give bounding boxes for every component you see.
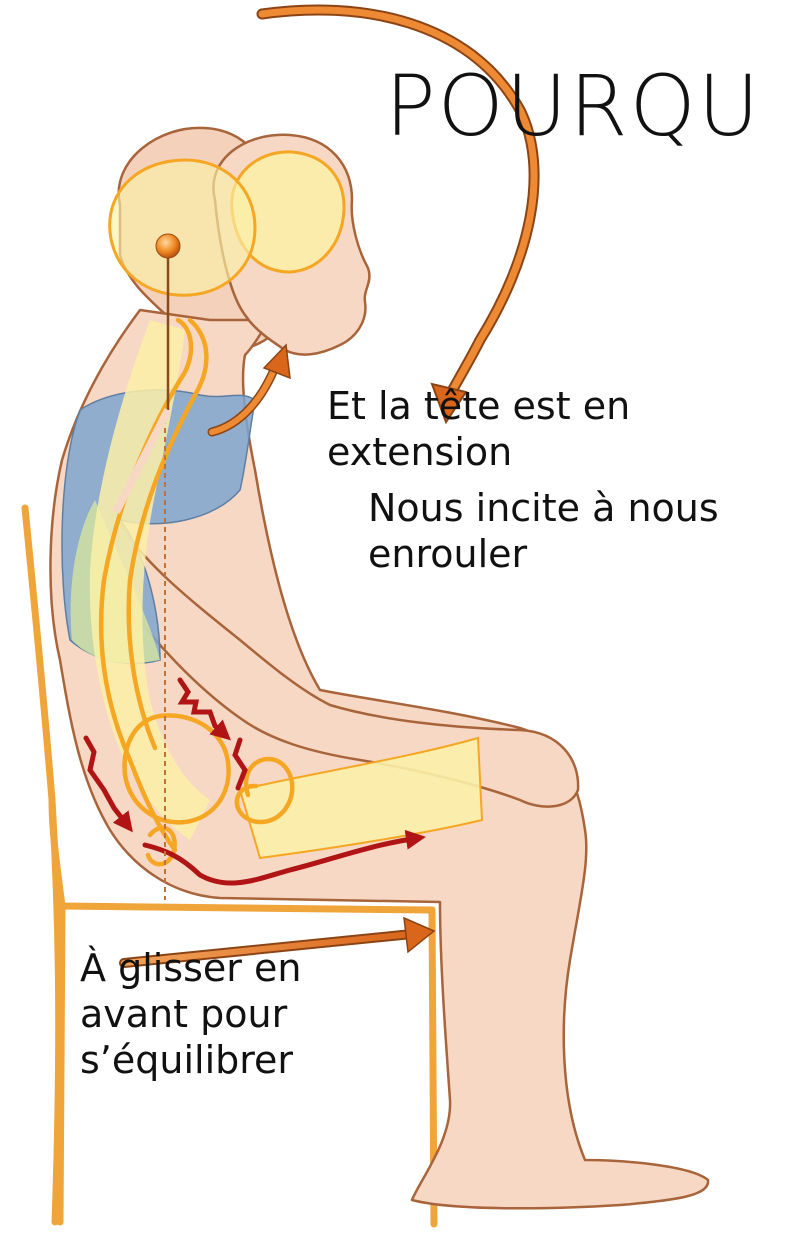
- caption-head-line-1: Et la tête est en: [327, 383, 717, 429]
- caption-roll-line-2: enrouler: [368, 531, 798, 577]
- caption-roll-line-1: Nous incite à nous: [368, 485, 798, 531]
- caption-head-line-2: extension: [327, 429, 717, 475]
- slide-title: POURQU: [385, 64, 761, 148]
- caption-slide-forward: À glisser en avant pour s’équilibrer: [80, 945, 320, 1083]
- caption-head-extension: Et la tête est en extension: [327, 383, 717, 475]
- caption-slide-line-2: avant pour: [80, 991, 320, 1037]
- caption-slide-line-1: À glisser en: [80, 945, 320, 991]
- caption-slide-line-3: s’équilibrer: [80, 1037, 320, 1083]
- balance-point-icon: [156, 234, 180, 258]
- caption-roll: Nous incite à nous enrouler: [368, 485, 798, 577]
- chair-rear-leg: [60, 906, 62, 1222]
